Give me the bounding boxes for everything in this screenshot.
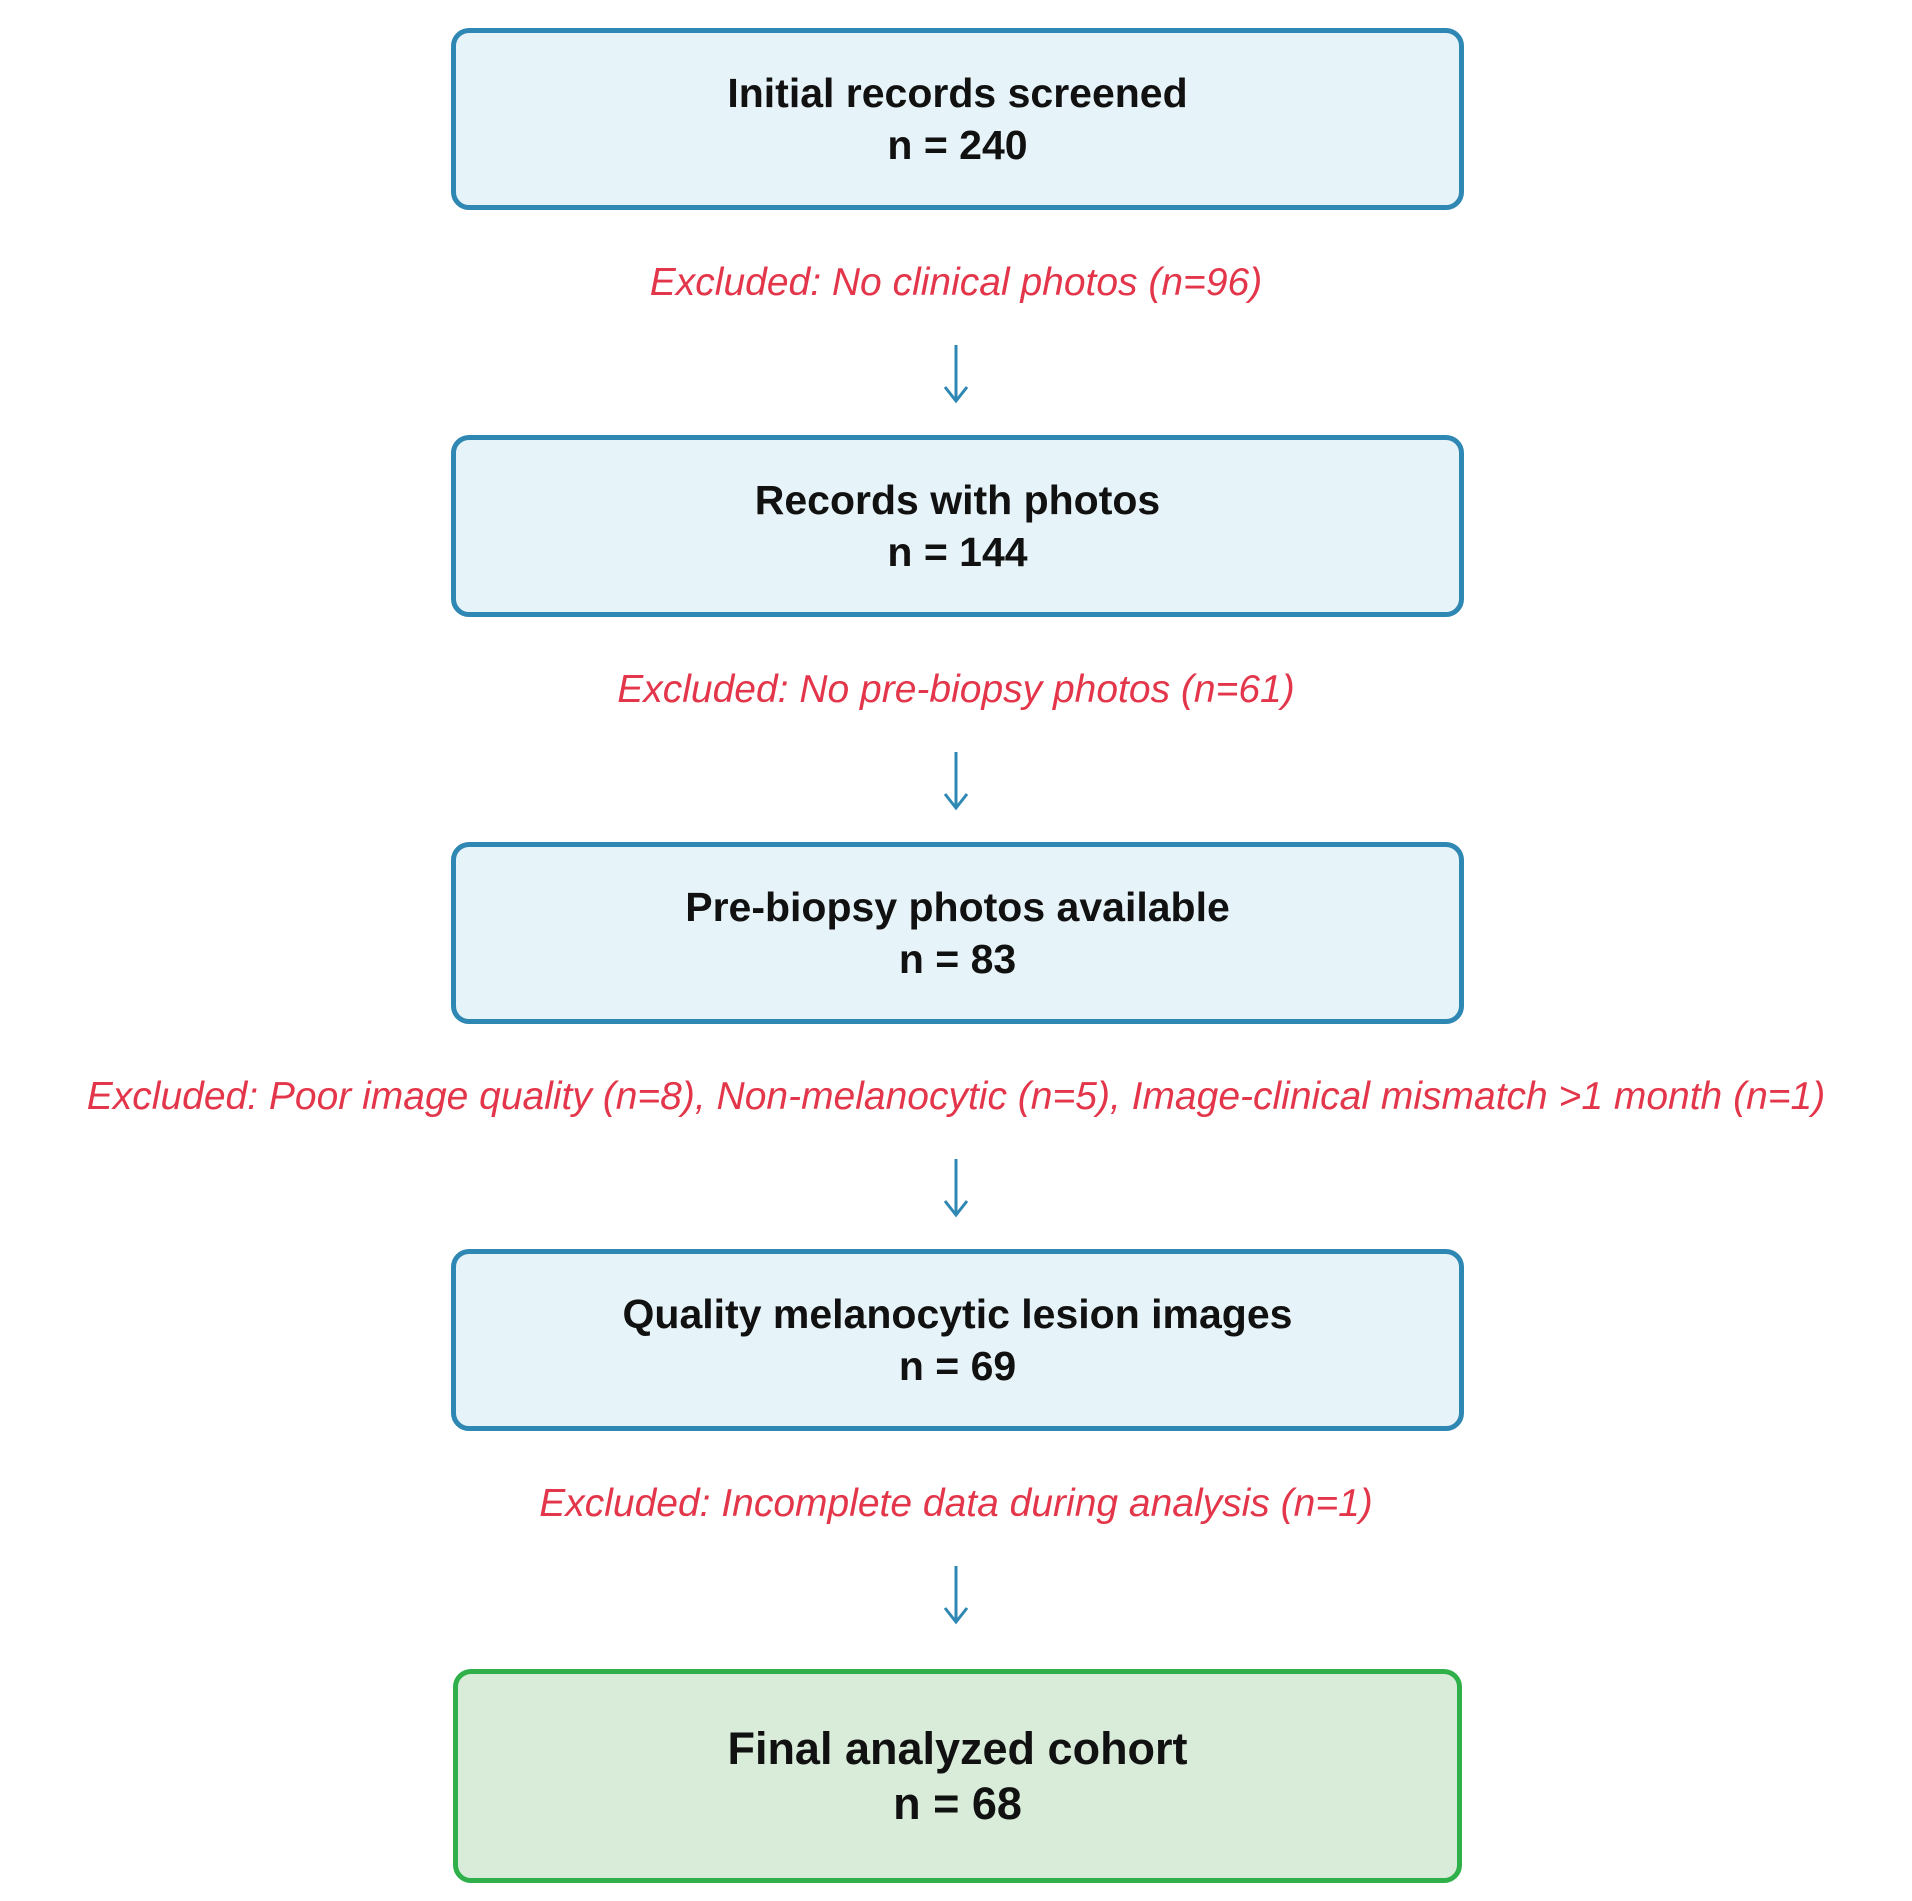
exclusion-note-no-pre-biopsy-photos: Excluded: No pre-biopsy photos (n=61) [617,668,1295,711]
flow-box-initial-records: Initial records screened n = 240 [451,28,1464,210]
flow-box-count: n = 69 [898,1343,1017,1389]
flow-box-final-cohort: Final analyzed cohort n = 68 [453,1669,1462,1883]
down-arrow-icon [940,1157,972,1219]
flow-box-count: n = 240 [887,122,1028,168]
flow-box-records-with-photos: Records with photos n = 144 [451,435,1464,617]
flow-box-label: Final analyzed cohort [727,1723,1188,1774]
flow-box-label: Initial records screened [727,70,1188,116]
flow-box-label: Quality melanocytic lesion images [622,1291,1293,1337]
exclusion-note-no-clinical-photos: Excluded: No clinical photos (n=96) [649,261,1263,304]
flow-box-count: n = 83 [898,936,1017,982]
flow-box-count: n = 144 [887,529,1028,575]
exclusion-note-quality-nonmelanocytic-mismatch: Excluded: Poor image quality (n=8), Non-… [86,1075,1826,1118]
flow-box-label: Records with photos [754,477,1161,523]
down-arrow-icon [940,1564,972,1626]
flow-box-quality-melanocytic-images: Quality melanocytic lesion images n = 69 [451,1249,1464,1431]
flow-box-label: Pre-biopsy photos available [685,884,1230,930]
exclusion-note-incomplete-data: Excluded: Incomplete data during analysi… [539,1482,1373,1525]
down-arrow-icon [940,750,972,812]
down-arrow-icon [940,343,972,405]
flow-box-pre-biopsy-photos: Pre-biopsy photos available n = 83 [451,842,1464,1024]
flow-box-count: n = 68 [893,1778,1022,1829]
